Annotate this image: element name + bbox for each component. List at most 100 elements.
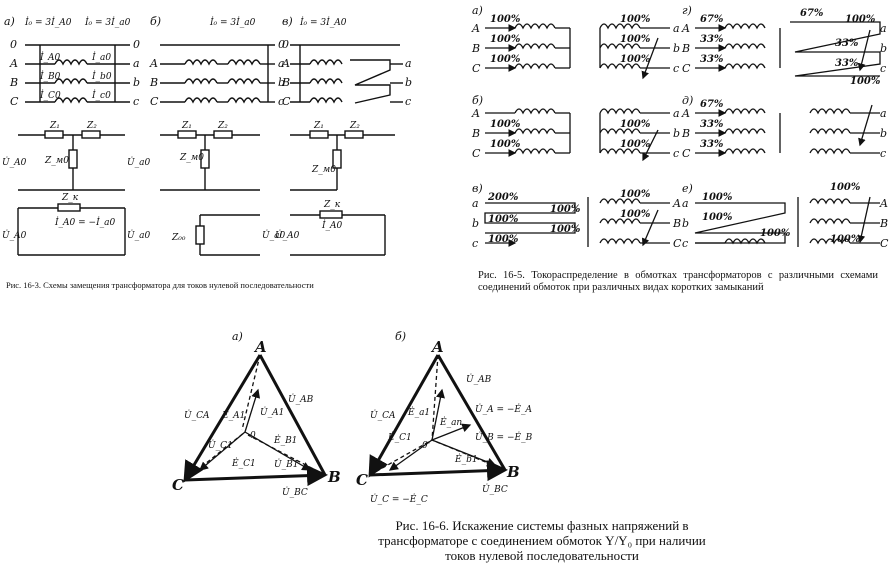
- fig165-c-A: A: [672, 197, 681, 210]
- fig166-a-ub1: U̇_B1: [274, 458, 298, 470]
- fig163-c-z1: Z₁: [313, 121, 324, 131]
- fig165-e-b: b: [880, 127, 887, 140]
- fig165-c-b: b: [472, 217, 479, 230]
- fig165-b-a: a: [673, 107, 680, 120]
- fig165-e-pct2: 33%: [700, 119, 724, 130]
- fig163-b-ua0: U̇_a0: [262, 229, 285, 241]
- fig166-a-panel: а): [232, 330, 243, 343]
- fig166-a-vertex-B: B: [327, 468, 341, 486]
- fig165-e-pct1: 67%: [700, 99, 724, 110]
- fig165-f-B: B: [879, 217, 888, 230]
- fig163-lbl-b: b: [133, 76, 140, 89]
- fig165-f-pct2: 100%: [702, 212, 733, 223]
- fig165-c-pct5: 100%: [550, 224, 581, 235]
- fig-16-6-caption: Рис. 16-6. Искажение системы фазных напр…: [378, 518, 706, 563]
- fig165-c-pct3: 100%: [488, 234, 519, 245]
- fig165-c-pct4: 100%: [550, 204, 581, 215]
- fig163-c-zm0: Z_м0: [311, 165, 336, 175]
- fig165-c-c: c: [472, 237, 478, 250]
- fig165-c-pct2: 100%: [488, 214, 519, 225]
- fig163-lbl-c: c: [133, 95, 139, 108]
- fig165-c-C: C: [673, 237, 682, 250]
- fig166-a-eb1: Ė_B1: [273, 434, 297, 446]
- fig166-b-ubc: U̇_BC: [482, 483, 508, 495]
- fig165-b-pct3: 100%: [620, 119, 651, 130]
- fig163-b-z00: Z₀₀: [171, 233, 186, 243]
- fig165-panel-b: [485, 108, 670, 162]
- fig163-a-windings: [25, 44, 130, 104]
- fig165-a-A: A: [471, 22, 480, 35]
- fig163-b-lbl-A: A: [149, 57, 158, 70]
- fig165-e-C: C: [682, 147, 691, 160]
- fig165-f-A: A: [879, 197, 888, 210]
- fig163-i-B0: İ_B0: [39, 70, 61, 82]
- fig165-panel-c-label: в): [472, 182, 483, 195]
- fig165-d-pct8: 100%: [850, 76, 881, 87]
- fig165-c-B: B: [672, 217, 681, 230]
- fig165-d-B: B: [681, 42, 690, 55]
- fig166-a-triangle: [183, 354, 328, 487]
- fig166-b-panel: б): [395, 330, 406, 343]
- fig166-b-triangle: [368, 354, 508, 482]
- fig166-b-ub: U̇_B = −Ė_B: [475, 431, 533, 443]
- fig166-a-vertex-A: A: [253, 338, 267, 356]
- fig165-panel-a: [485, 23, 670, 80]
- fig163-eq-primary: İ₀ = 3İ_A0: [24, 16, 72, 28]
- fig-16-5-diagram: а) б) в) г) д) е) A B C a b c 100% 100% …: [471, 4, 889, 250]
- fig165-e-pct3: 33%: [700, 139, 724, 150]
- fig165-d-pct6: 33%: [835, 38, 859, 49]
- fig165-d-C: C: [682, 62, 691, 75]
- fig165-b-c: c: [673, 147, 679, 160]
- fig163-lbl-A: A: [9, 57, 18, 70]
- fig165-a-pct1: 100%: [490, 14, 521, 25]
- fig166-b-vertex-B: B: [506, 463, 520, 481]
- fig165-panel-d-label: г): [682, 4, 692, 17]
- fig163-b-z1: Z₁: [181, 121, 192, 131]
- fig165-c-pct6: 100%: [620, 189, 651, 200]
- fig165-panel-e: [695, 104, 880, 157]
- fig166-b-uc: U̇_C = −Ė_C: [370, 493, 428, 505]
- fig163-c-lbl-0: 0: [282, 38, 289, 51]
- fig165-panel-a-label: а): [472, 4, 483, 17]
- fig-16-6-diagram: A B C а) 0 U̇_CA U̇_AB U̇_BC Ė_A1 U̇_A1 …: [172, 330, 533, 505]
- fig165-a-pct3: 100%: [490, 54, 521, 65]
- fig165-d-b: b: [880, 42, 887, 55]
- fig163-c-lbl-B: B: [281, 76, 290, 89]
- fig163-b-lbl-o: 0: [278, 38, 285, 51]
- fig166-a-ec1: Ė_C1: [231, 457, 256, 469]
- fig165-b-b: b: [673, 127, 680, 140]
- fig165-a-B: B: [471, 42, 480, 55]
- fig166-a-uab: U̇_AB: [288, 393, 314, 405]
- fig166-b-ua: U̇_A = −Ė_A: [475, 403, 532, 415]
- fig165-b-C: C: [472, 147, 481, 160]
- fig163-ia-eq: İ_A0 = −İ_a0: [54, 216, 116, 228]
- fig165-d-pct1: 67%: [700, 14, 724, 25]
- fig166-b-vertex-C: C: [356, 471, 368, 489]
- fig166-a-ea1: Ė_A1: [221, 409, 245, 421]
- fig165-f-pct3: 100%: [760, 228, 791, 239]
- fig-16-3-caption: Рис. 16-3. Схемы замещения трансформатор…: [6, 280, 314, 290]
- fig165-b-B: B: [471, 127, 480, 140]
- fig163-lbl-0: 0: [10, 38, 17, 51]
- fig165-d-c: c: [880, 62, 886, 75]
- fig163-c-iA0: İ_A0: [321, 219, 343, 231]
- fig166-a-0: 0: [250, 431, 256, 441]
- fig163-uA0: U̇_A0: [2, 156, 27, 168]
- fig165-d-A: A: [681, 22, 690, 35]
- fig163-c-zk: Z_к: [323, 200, 341, 210]
- fig163-b-zm0: Z_м0: [179, 153, 204, 163]
- fig165-f-pct1: 100%: [702, 192, 733, 203]
- fig163-panel-c: в): [282, 15, 293, 28]
- fig163-ua0: U̇_a0: [127, 156, 150, 168]
- fig165-f-pct5: 100%: [830, 234, 861, 245]
- fig163-c-windings: [290, 44, 403, 104]
- fig165-d-pct5: 100%: [845, 14, 876, 25]
- fig165-d-pct3: 33%: [700, 54, 724, 65]
- fig163-c-lbl-A: A: [281, 57, 290, 70]
- fig165-f-b: b: [682, 217, 689, 230]
- fig163-c-uA0: U̇_A0: [275, 229, 300, 241]
- fig163-b-lbl-c: c: [278, 95, 284, 108]
- fig165-b-pct4: 100%: [620, 139, 651, 150]
- fig165-panel-f: [694, 196, 880, 247]
- fig166-a-uc1: U̇_C1: [208, 439, 233, 451]
